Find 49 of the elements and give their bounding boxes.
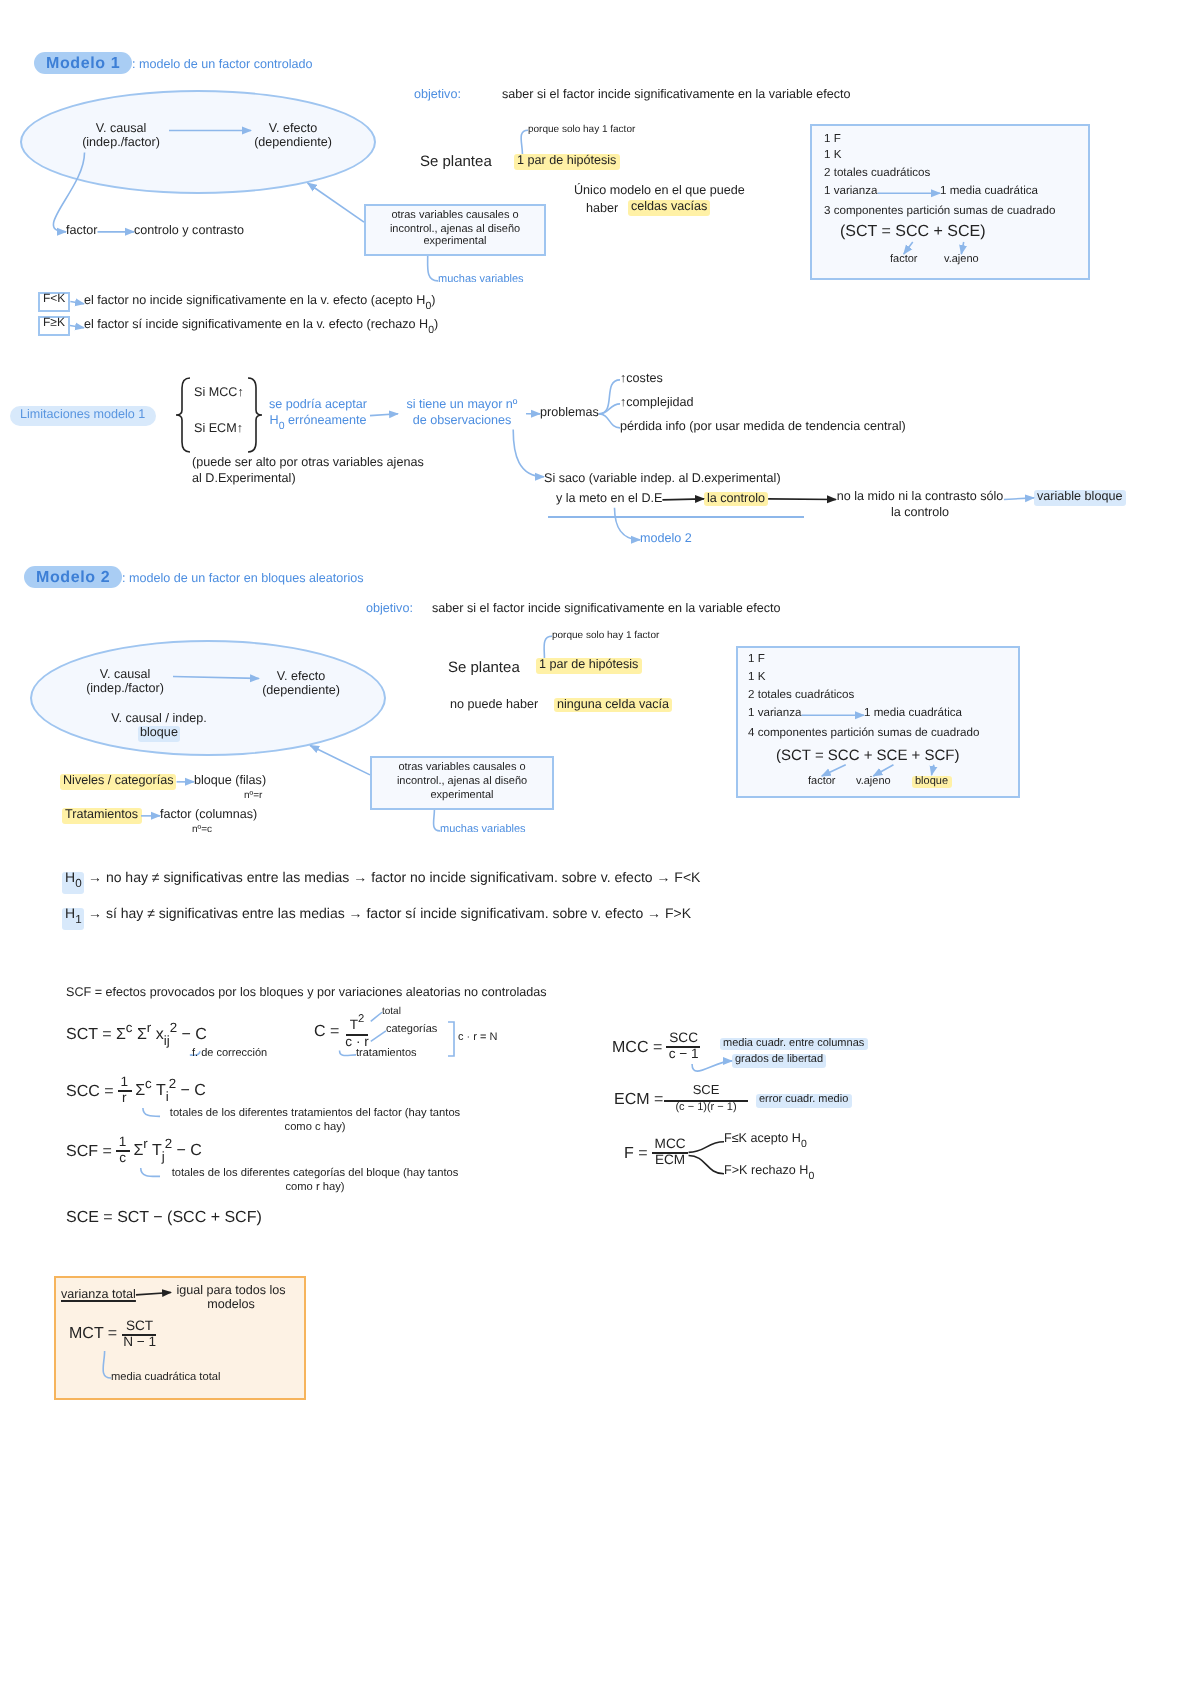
formula: (SCT = SCC + SCE) <box>840 222 986 242</box>
arrow <box>800 711 865 720</box>
connector-line <box>598 403 621 415</box>
note-frame <box>54 1276 306 1400</box>
arrow <box>96 227 135 236</box>
arrow <box>661 495 705 504</box>
connector-line <box>369 1011 383 1023</box>
connector-line <box>139 1167 161 1178</box>
arrow <box>512 428 545 481</box>
heading-pill: Modelo 1 <box>34 52 133 74</box>
note-box <box>736 646 1020 798</box>
arrow <box>959 241 967 255</box>
arrow <box>69 322 85 331</box>
arrow <box>309 744 371 776</box>
connector-line <box>369 1030 387 1043</box>
arrow <box>69 298 85 307</box>
arrow <box>691 1057 733 1072</box>
arrow <box>929 763 938 776</box>
formula: SCE = SCT − (SCC + SCF) <box>66 1208 262 1228</box>
arrow <box>175 777 195 786</box>
arrow <box>525 409 541 418</box>
arrow <box>168 126 252 135</box>
arrow <box>820 763 847 777</box>
arrow <box>767 495 837 504</box>
connector-line <box>543 635 553 659</box>
arrow <box>306 182 365 223</box>
arrow <box>902 241 914 255</box>
connector-line <box>142 1107 161 1118</box>
connector-line <box>426 255 439 282</box>
arrow <box>1003 494 1035 503</box>
arrow <box>140 811 161 820</box>
arrow <box>613 506 641 544</box>
note-box <box>810 124 1090 280</box>
connector-line <box>598 413 621 429</box>
arrow <box>369 410 399 419</box>
connector-line <box>687 1141 725 1154</box>
connector-line <box>687 1154 725 1175</box>
formula: ECM = <box>614 1090 664 1110</box>
arrow <box>876 189 941 198</box>
heading-pill: Modelo 2 <box>24 566 123 588</box>
connector-line <box>432 809 441 832</box>
connector-line <box>520 129 529 155</box>
arrow <box>172 674 260 683</box>
connector-line <box>102 1350 112 1379</box>
arrow <box>52 151 86 235</box>
arrow <box>872 763 895 777</box>
arrow <box>135 1289 172 1298</box>
connector-line <box>189 1050 201 1057</box>
connector-line <box>338 1049 357 1057</box>
